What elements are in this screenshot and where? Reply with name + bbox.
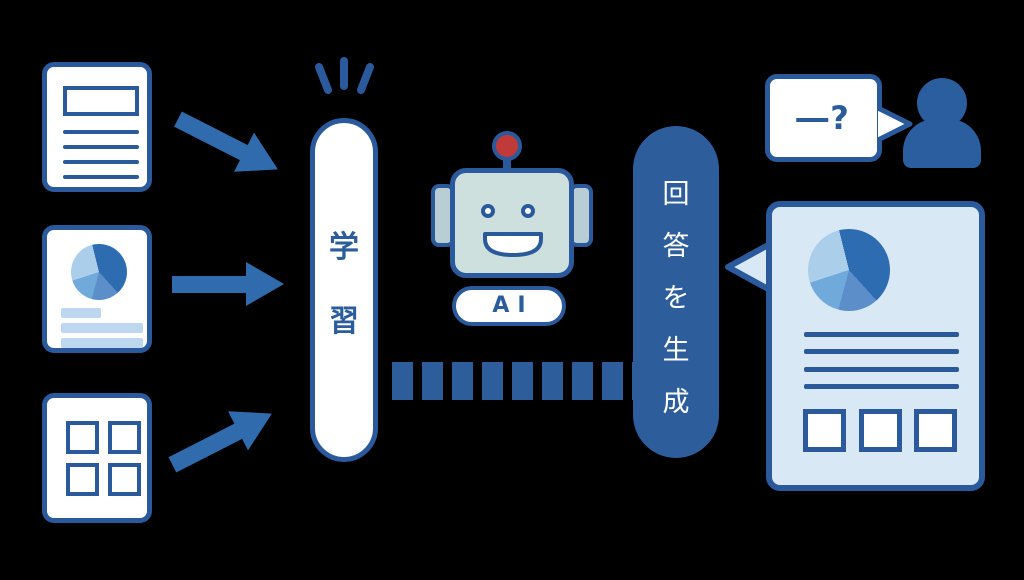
document-bar	[61, 308, 101, 318]
answer-document-icon	[766, 201, 985, 491]
robot-icon	[450, 168, 574, 278]
sparkle-icon	[306, 56, 378, 102]
pie-chart-icon	[808, 229, 890, 311]
answer-generation-pill: 回 答 を 生 成	[633, 126, 719, 458]
answer-bubble-tail	[720, 238, 772, 300]
ai-label: AI	[492, 293, 534, 318]
document-text-line	[804, 349, 959, 354]
document-text-line	[804, 367, 959, 372]
answer-label-char: を	[662, 282, 690, 314]
document-bar	[61, 338, 143, 348]
antenna-light-icon	[492, 131, 522, 161]
text-document-icon	[42, 62, 152, 192]
answer-label-char: 回	[662, 178, 690, 210]
answer-label-char: 生	[662, 334, 690, 366]
question-text: ―?	[796, 99, 851, 137]
arrow-right-icon	[172, 262, 284, 306]
learning-label-char: 習	[329, 304, 359, 339]
grid-cell	[108, 421, 141, 454]
answer-label-char: 答	[662, 230, 690, 262]
pie-chart-document-icon	[42, 225, 152, 353]
learning-stage-pill: 学 習	[310, 118, 378, 462]
document-text-line	[63, 160, 139, 164]
pie-chart-icon	[71, 244, 127, 300]
arrow-right-icon	[168, 99, 288, 189]
answer-label-char: 成	[662, 386, 690, 418]
learning-label-char: 学	[329, 230, 359, 265]
dashed-connector	[392, 362, 638, 400]
document-thumbnail-box	[859, 409, 902, 452]
document-bar	[61, 323, 143, 333]
person-body	[903, 119, 981, 168]
robot-eye	[481, 204, 495, 218]
document-text-line	[63, 175, 139, 179]
robot-eye	[521, 204, 535, 218]
grid-cell	[66, 463, 99, 496]
document-text-line	[63, 130, 139, 134]
arrow-right-icon	[162, 394, 282, 484]
document-text-line	[804, 384, 959, 389]
question-speech-bubble: ―?	[765, 74, 882, 162]
document-title-box	[63, 86, 139, 116]
document-thumbnail-box	[914, 409, 957, 452]
document-text-line	[804, 332, 959, 337]
table-document-icon	[42, 393, 152, 523]
ai-name-badge: AI	[452, 286, 566, 326]
document-text-line	[63, 145, 139, 149]
antenna-icon	[503, 158, 511, 172]
speech-bubble-tail	[876, 104, 914, 148]
robot-mouth	[482, 231, 544, 263]
grid-cell	[66, 421, 99, 454]
document-thumbnail-box	[803, 409, 846, 452]
grid-cell	[108, 463, 141, 496]
